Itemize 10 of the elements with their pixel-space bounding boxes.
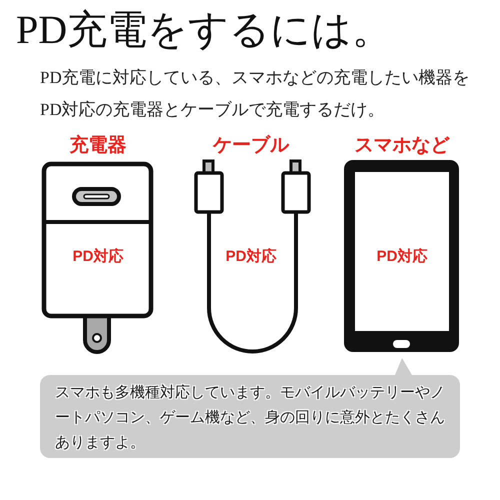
speech-bubble [40,356,460,460]
subtitle-text: PD充電に対応している、スマホなどの充電したい機器をPD対応の充電器とケーブルで充電するだけ。 [40,67,471,121]
category-heading: スマホなど [354,134,450,158]
compatibility-label: PD対応 [72,247,124,267]
title: PD充電をするには。 [16,6,392,54]
callout-text: スマホも多機種対応しています。モバイルバッテリーやノートパソコン、ゲーム機など、身の回りに意外とたくさんありますよ。 [55,383,446,453]
compatibility-label: PD対応 [376,247,428,267]
category-heading: ケーブル [213,134,289,158]
compatibility-label: PD対応 [226,247,276,267]
category-heading: 充電器 [70,134,126,158]
